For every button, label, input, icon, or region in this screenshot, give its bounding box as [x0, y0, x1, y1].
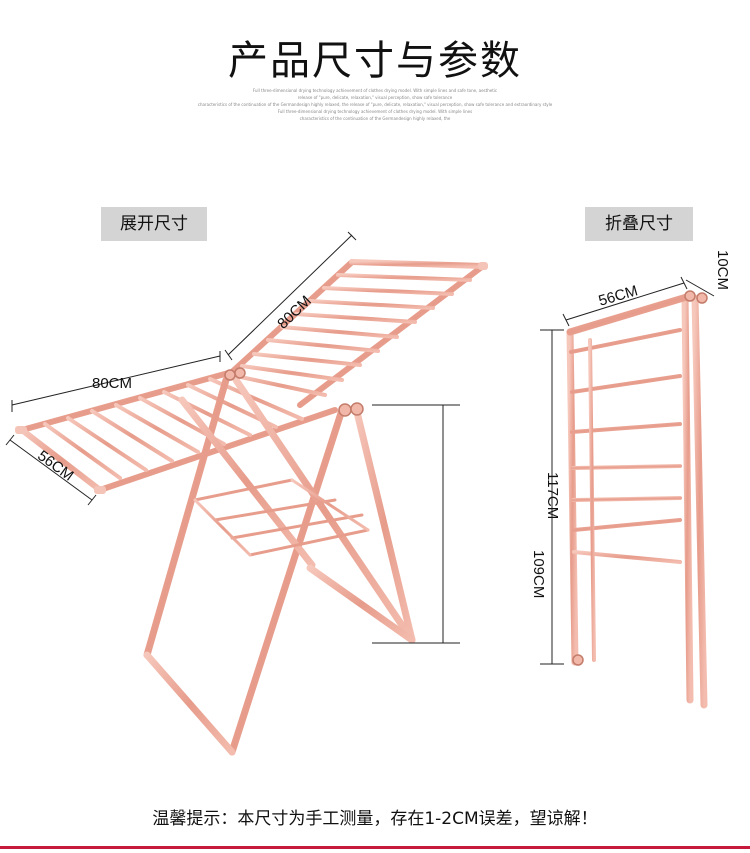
bottom-shelf [193, 478, 370, 557]
end-caps [15, 262, 488, 494]
measurement-notice: 温馨提示：本尺寸为手工测量，存在1-2CM误差，望谅解！ [152, 809, 598, 829]
folded-rack [566, 292, 708, 709]
hinge-joints [224, 367, 364, 417]
unfolded-rack [19, 259, 486, 756]
folded-height-label: 117CM [544, 472, 561, 519]
subtitle-line: characteristics of the continuation of t… [299, 116, 451, 121]
unfolded-size-label: 展开尺寸 [101, 207, 207, 241]
left-wing-length-label: 80CM [92, 375, 132, 392]
rack-legs [143, 376, 416, 756]
subtitle-line: release of "pure, delicate, relaxation,"… [297, 95, 453, 100]
folded-hinge-joints [572, 290, 708, 666]
subtitle-line: Full three-dimensional drying technology… [277, 109, 473, 114]
folded-dimension-lines [540, 276, 715, 665]
folded-size-label: 折叠尺寸 [585, 207, 693, 241]
unfolded-height-label: 109CM [530, 550, 547, 598]
unfolded-dimension-lines [5, 231, 460, 644]
right-wing-bars [234, 273, 472, 397]
subtitle-line: characteristics of the continuation of t… [197, 102, 553, 107]
subtitle-line: Full three-dimensional drying technology… [252, 88, 498, 93]
bottom-accent-line [0, 846, 750, 849]
folded-depth-label: 10CM [714, 250, 731, 290]
page-title: 产品尺寸与参数 [228, 38, 522, 84]
folded-width-label: 56CM [597, 282, 640, 309]
